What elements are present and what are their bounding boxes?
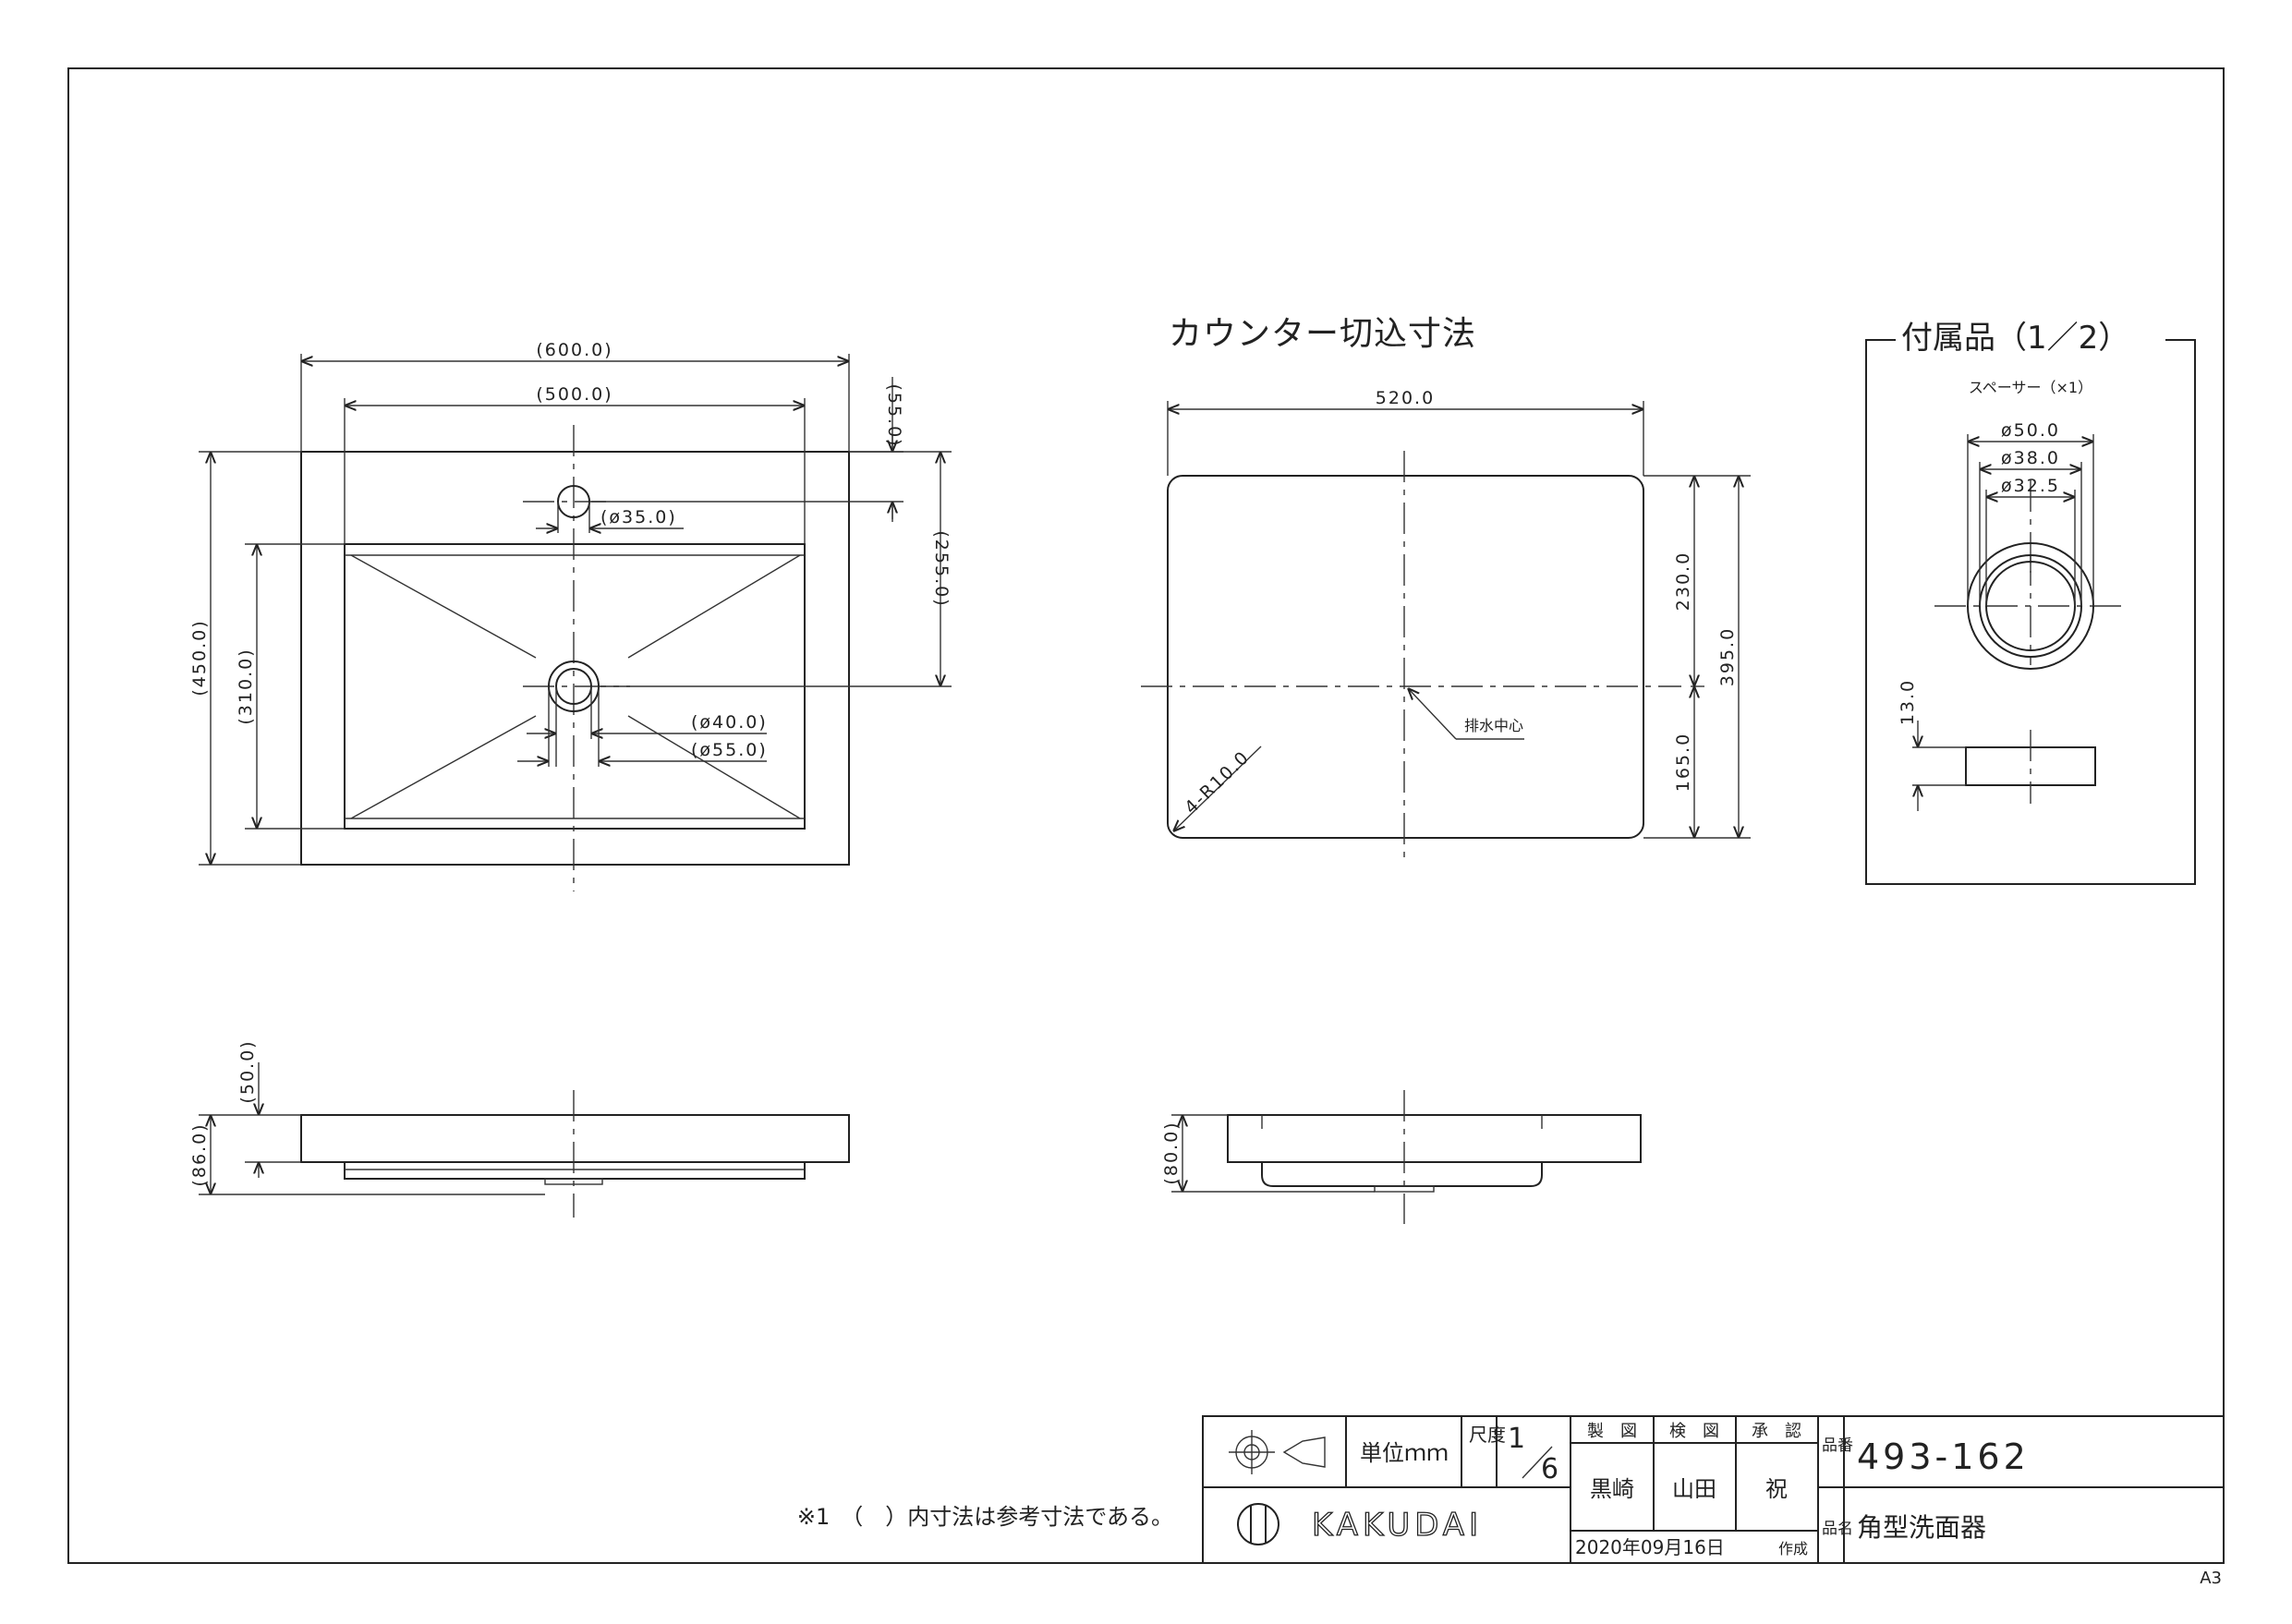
drawn-by: 黒崎 <box>1590 1476 1634 1502</box>
sheet-size: A3 <box>2200 1569 2222 1588</box>
approved-label: 承 認 <box>1752 1422 1801 1441</box>
dim-front-depth: 230.0 <box>1673 551 1693 611</box>
dim-total-depth: 395.0 <box>1717 627 1738 686</box>
dim-bowl-width: (500.0) <box>536 384 612 405</box>
dim-total-height: (86.0) <box>189 1122 210 1186</box>
dim-overall-depth: (450.0) <box>189 619 210 696</box>
side-rim <box>300 1114 850 1163</box>
dim-spacer-outer: ø50.0 <box>2001 420 2060 441</box>
sheet-border <box>67 67 2225 1564</box>
reference-note: ※1 （ ）内寸法は参考寸法である。 <box>797 1504 1173 1530</box>
dim-tap-offset: (55.0) <box>884 383 904 447</box>
title-block: 単位ｍｍ 尺度 1 6 製 図 検 図 承 認 黒崎 山田 祝 2020年09月… <box>1202 1415 2225 1564</box>
cutout-title: カウンター切込寸法 <box>1169 315 1476 353</box>
top-view <box>300 425 850 891</box>
scale-label: 尺度 <box>1469 1424 1506 1446</box>
accessory-name: スペーサー（×1） <box>1969 379 2092 396</box>
counter-outline <box>300 451 850 866</box>
unit-label: 単位ｍｍ <box>1360 1440 1449 1466</box>
part-name-label: 品名 <box>1822 1520 1853 1538</box>
dim-side2-height: (80.0) <box>1161 1121 1182 1184</box>
dim-spacer-thickness: 13.0 <box>1898 679 1918 725</box>
side-bowl <box>344 1161 806 1180</box>
part-number: 493-162 <box>1857 1436 2030 1477</box>
cutout-outline <box>1167 475 1644 839</box>
accessory-dimensions: ø50.0 ø38.0 ø32.5 13.0 <box>1898 420 2094 811</box>
side2-rim <box>1227 1114 1642 1163</box>
dim-tap-hole: (ø35.0) <box>600 507 677 527</box>
dim-drain-outer: (ø55.0) <box>691 740 768 760</box>
dim-cutout-width: 520.0 <box>1376 388 1435 408</box>
side-view-2 <box>1227 1090 1642 1224</box>
dim-drain-inner: (ø40.0) <box>691 712 768 733</box>
checked-by: 山田 <box>1672 1476 1716 1502</box>
top-view-dimensions: (600.0) (500.0) (55.0) (255.0) (ø35.0) (… <box>189 340 952 866</box>
date: 2020年09月16日 <box>1575 1536 1725 1558</box>
dim-overall-width: (600.0) <box>536 340 612 360</box>
dim-tap-to-drain: (255.0) <box>931 530 952 607</box>
dim-rim-height: (50.0) <box>237 1039 258 1103</box>
side-view-2-dimensions: (80.0) <box>1161 1114 1375 1193</box>
part-name: 角型洗面器 <box>1857 1512 1986 1543</box>
side2-bowl <box>1261 1162 1543 1187</box>
dim-bowl-depth: (310.0) <box>236 648 256 724</box>
checked-label: 検 図 <box>1669 1422 1719 1441</box>
accessory-panel: 付属品（1／2） スペーサー（×1） <box>1865 320 2196 885</box>
kakudai-logo-icon <box>1237 1503 1279 1545</box>
approved-by: 祝 <box>1765 1476 1788 1502</box>
dim-spacer-inner: ø32.5 <box>2001 476 2060 496</box>
accessory-title: 付属品（1／2） <box>1901 320 2129 357</box>
part-no-label: 品番 <box>1822 1436 1853 1455</box>
drain-center-label: 排水中心 <box>1464 717 1523 734</box>
cutout-dimensions: 520.0 230.0 165.0 395.0 <box>1167 388 1751 839</box>
created-label: 作成 <box>1778 1540 1808 1557</box>
scale-num: 1 <box>1508 1423 1525 1455</box>
dim-rear-depth: 165.0 <box>1673 733 1693 792</box>
side-view-dimensions: (50.0) (86.0) <box>189 1039 545 1195</box>
side-view <box>300 1090 850 1218</box>
dim-spacer-mid: ø38.0 <box>2001 448 2060 468</box>
company-name: KAKUDAI <box>1312 1507 1483 1544</box>
drawn-label: 製 図 <box>1587 1422 1637 1441</box>
third-angle-projection-icon <box>1229 1430 1326 1474</box>
dim-corner-radius: 4-R10.0 <box>1181 746 1254 818</box>
scale-den: 6 <box>1541 1453 1558 1485</box>
